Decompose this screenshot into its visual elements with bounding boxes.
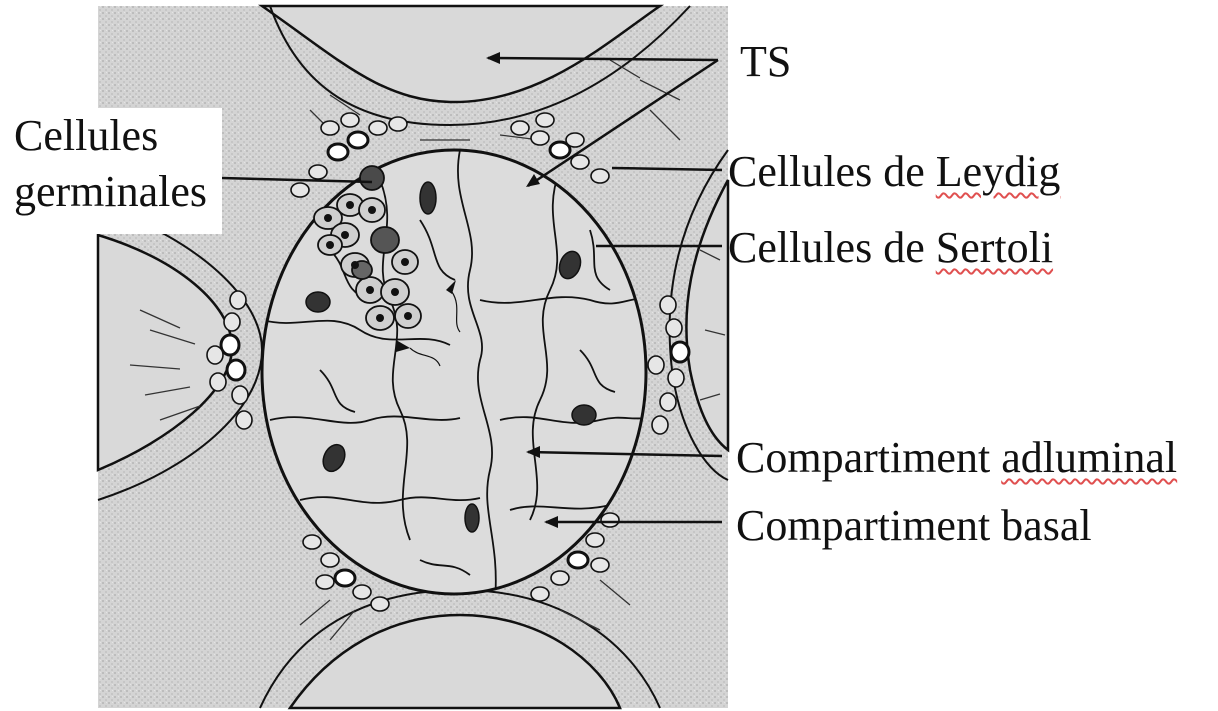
germinal-cells-label-line1: Cellules [14, 114, 158, 158]
leydig-word: Leydig [936, 147, 1061, 196]
adluminal-prefix: Compartiment [736, 433, 1001, 482]
ts-label: TS [740, 40, 791, 84]
adluminal-word: adluminal [1001, 433, 1177, 482]
sertoli-cells-label: Cellules de Sertoli [728, 226, 1053, 270]
adluminal-compartment-label: Compartiment adluminal [736, 436, 1177, 480]
basal-compartment-label: Compartiment basal [736, 504, 1092, 548]
sertoli-prefix: Cellules de [728, 223, 936, 272]
sertoli-word: Sertoli [936, 223, 1053, 272]
leydig-cells-label: Cellules de Leydig [728, 150, 1060, 194]
leydig-prefix: Cellules de [728, 147, 936, 196]
germinal-cells-label-line2: germinales [14, 170, 207, 214]
